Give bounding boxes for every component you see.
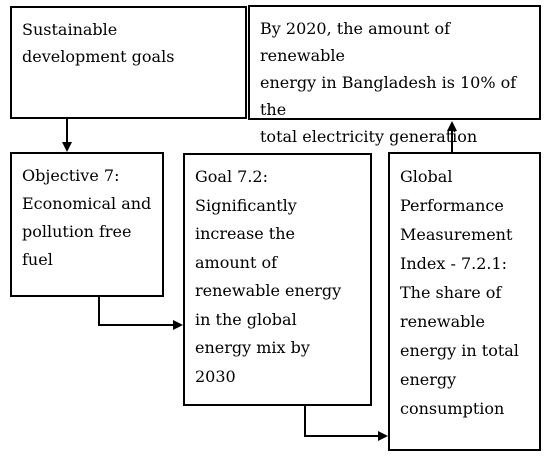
arrow-goal-to-index [304, 406, 388, 441]
node-2020-renewable-target: By 2020, the amount of renewable energy … [248, 5, 541, 146]
node-index-7-2-1: Global Performance Measurement Index - 7… [388, 152, 541, 451]
arrow-objective-to-goal [98, 297, 183, 330]
node-objective-7: Objective 7: Economical and pollution fr… [10, 152, 164, 297]
node-goal-7-2: Goal 7.2: Significantly increase the amo… [183, 153, 372, 406]
node-sustainable-development-goals: Sustainable development goals [10, 6, 247, 119]
